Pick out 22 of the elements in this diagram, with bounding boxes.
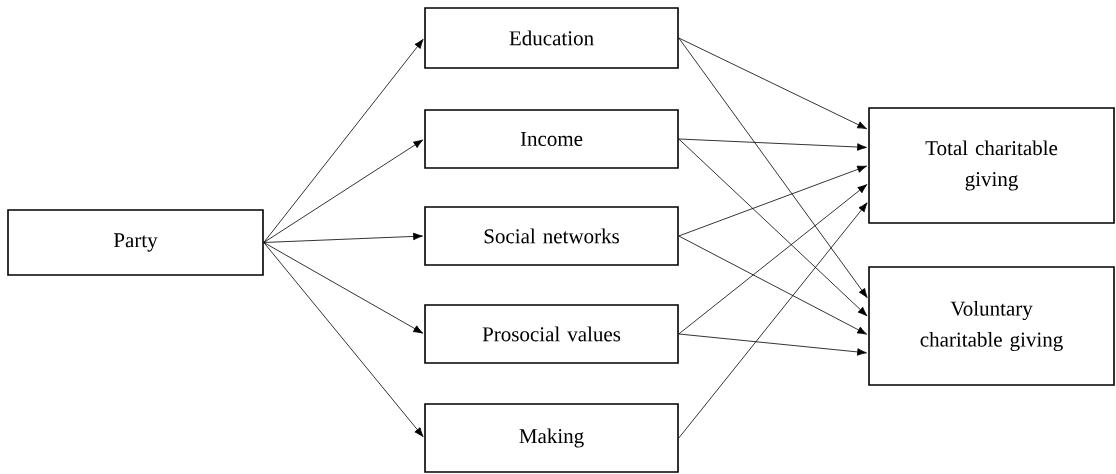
arrow	[678, 333, 867, 356]
arrow	[263, 242, 424, 334]
arrow	[263, 232, 423, 243]
arrow	[678, 184, 868, 335]
arrow	[678, 37, 868, 298]
arrow	[263, 242, 424, 438]
process-box: Voluntary charitable giving	[868, 266, 1115, 386]
process-box: Education	[424, 7, 679, 69]
arrow	[678, 165, 867, 237]
process-box: Making	[424, 403, 679, 473]
process-box: Prosocial values	[424, 304, 679, 364]
process-box: Social networks	[424, 206, 679, 266]
arrow	[678, 202, 868, 439]
arrow	[263, 139, 424, 243]
arrow	[678, 235, 868, 335]
arrow	[263, 38, 424, 243]
process-box: Party	[7, 209, 264, 276]
process-box: Total charitable giving	[868, 107, 1115, 224]
arrow	[678, 138, 867, 151]
arrow	[678, 138, 868, 317]
arrow	[678, 37, 868, 130]
process-box: Income	[424, 109, 679, 169]
